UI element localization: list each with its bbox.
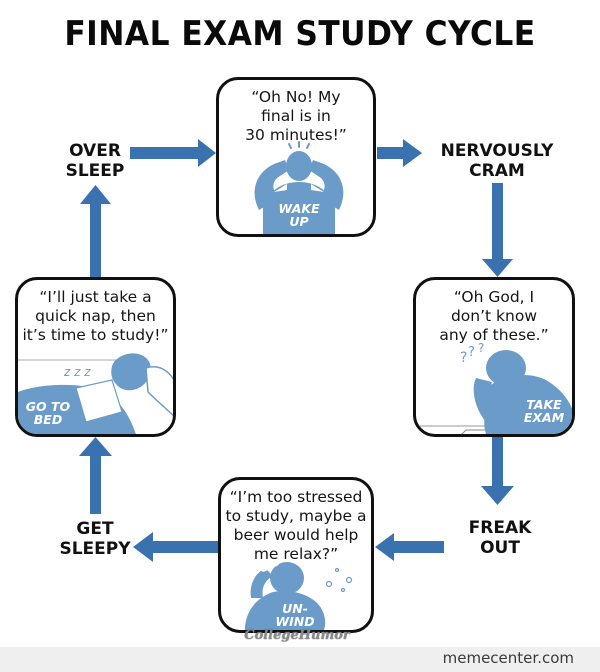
question-marks-icon: ? <box>460 350 467 366</box>
quote-line: any of these.” <box>439 326 549 344</box>
quote-line: beer would help <box>233 526 359 544</box>
quote-line: quick nap, then <box>35 307 156 325</box>
svg-text:?: ? <box>478 341 484 355</box>
arrow-down-right-2 <box>481 436 514 505</box>
arrow-up-left <box>79 437 112 514</box>
caption-take-exam: TAKE EXAM <box>516 398 572 424</box>
label-line: OUT <box>480 538 520 558</box>
stage-go-to-bed: z z z “I’ll just take a quick nap, then … <box>15 277 176 437</box>
label-over-sleep: OVER SLEEP <box>55 141 135 181</box>
collegehumor-watermark: CollegeHumor <box>244 628 350 643</box>
label-line: CRAM <box>469 161 525 181</box>
quote-line: “I’m too stressed <box>229 488 363 506</box>
caption-line: WAKE <box>278 201 320 216</box>
person-sleeping-icon: z z z <box>18 353 173 434</box>
caption-line: UN- <box>282 601 308 616</box>
caption-wake-up: WAKE UP <box>269 202 329 228</box>
quote-line: “Oh God, I <box>453 288 535 306</box>
quote-take-exam: “Oh God, I don’t know any of these.” <box>416 288 572 345</box>
stage-wake-up: “Oh No! My final is in 30 minutes!” WAKE… <box>216 77 376 237</box>
label-line: SLEEPY <box>59 539 131 559</box>
arrow-right-top <box>130 139 216 167</box>
caption-line: BED <box>33 412 63 427</box>
caption-line: GO TO <box>25 399 71 414</box>
label-line: OVER <box>69 141 121 161</box>
label-nervously-cram: NERVOUSLY CRAM <box>430 141 564 181</box>
person-holding-head-icon <box>254 141 344 234</box>
caption-line: TAKE <box>526 397 562 412</box>
label-line: FREAK <box>468 518 532 538</box>
caption-go-to-bed: GO TO BED <box>22 400 74 426</box>
arrow-down-right <box>482 183 513 277</box>
caption-line: UP <box>289 214 309 229</box>
quote-line: don’t know <box>450 307 538 325</box>
person-drinking-beer-icon <box>244 557 353 630</box>
diagram-title: FINAL EXAM STUDY CYCLE <box>64 14 536 54</box>
quote-wake-up: “Oh No! My final is in 30 minutes!” <box>219 88 373 145</box>
arrow-right-top-2 <box>377 139 422 167</box>
quote-line: “Oh No! My <box>251 88 341 106</box>
label-line: GET <box>76 519 114 539</box>
stage-unwind: “I’m too stressed to study, maybe a beer… <box>218 477 374 633</box>
person-confused-at-desk-icon: ? ? ? <box>416 341 572 434</box>
caption-unwind: UN- WIND <box>265 602 325 628</box>
caption-line: WIND <box>275 614 315 629</box>
zzz-icon: z z z <box>63 365 91 379</box>
quote-go-to-bed: “I’ll just take a quick nap, then it’s t… <box>18 288 173 345</box>
arrow-up-left-2 <box>80 185 111 277</box>
quote-line: to study, maybe a <box>225 507 367 525</box>
quote-line: final is in <box>261 107 331 125</box>
svg-text:?: ? <box>468 345 475 360</box>
quote-line: “I’ll just take a <box>39 288 152 306</box>
quote-line: it’s time to study!” <box>22 326 169 344</box>
stage-take-exam: ? ? ? “Oh God, I don’t know any of these… <box>413 277 575 437</box>
arrow-left-bottom <box>375 533 444 561</box>
arrow-left-bottom-2 <box>133 532 218 562</box>
label-line: SLEEP <box>65 161 125 181</box>
quote-line: 30 minutes!” <box>245 126 347 144</box>
caption-line: EXAM <box>523 410 565 425</box>
label-freak-out: FREAK OUT <box>455 518 545 558</box>
site-watermark[interactable]: memecenter.com <box>442 649 574 667</box>
label-line: NERVOUSLY <box>440 141 554 161</box>
label-get-sleepy: GET SLEEPY <box>50 519 140 559</box>
quote-line: me relax?” <box>253 545 339 563</box>
quote-unwind: “I’m too stressed to study, maybe a beer… <box>221 488 371 564</box>
footer-bar: memecenter.com <box>0 647 600 672</box>
